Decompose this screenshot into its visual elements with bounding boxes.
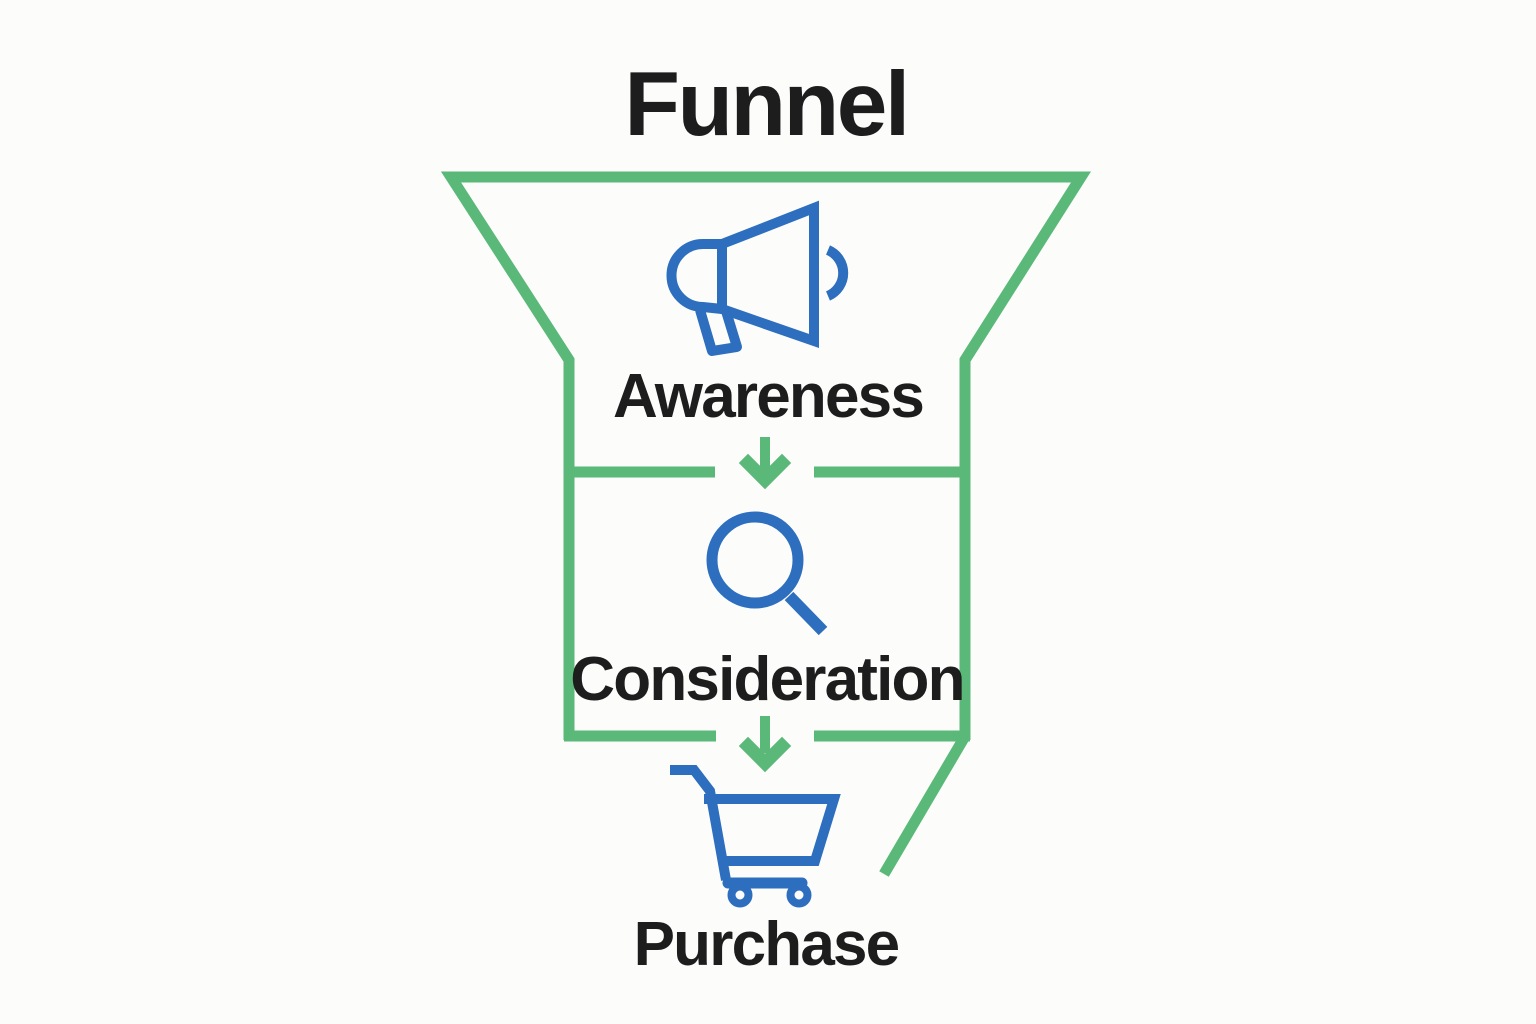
magnifier-lens <box>706 511 804 609</box>
megaphone-horn <box>717 200 819 349</box>
funnel-outline <box>440 171 1091 740</box>
down-arrow-2 <box>738 716 792 773</box>
page-title: Funnel <box>624 54 907 155</box>
megaphone-icon <box>666 200 849 356</box>
cart-icon <box>670 765 841 908</box>
funnel-spout-edge <box>879 735 969 877</box>
megaphone-soundwave <box>825 245 849 301</box>
magnifier-icon <box>706 511 828 636</box>
down-arrow-1-head <box>738 453 792 490</box>
magnifier-handle <box>784 591 828 636</box>
cart-wheel-left <box>727 882 753 908</box>
down-arrow-2-head <box>738 736 792 773</box>
megaphone-handle <box>695 308 742 356</box>
stage-label-consideration: Consideration <box>570 645 963 714</box>
stage-label-awareness: Awareness <box>613 362 923 431</box>
megaphone-back <box>666 239 723 314</box>
cart-basket <box>704 794 841 866</box>
down-arrow-1 <box>738 437 792 490</box>
stage-label-purchase: Purchase <box>634 910 899 979</box>
cart-wheel-right <box>786 882 812 908</box>
cart-handle <box>670 765 731 881</box>
